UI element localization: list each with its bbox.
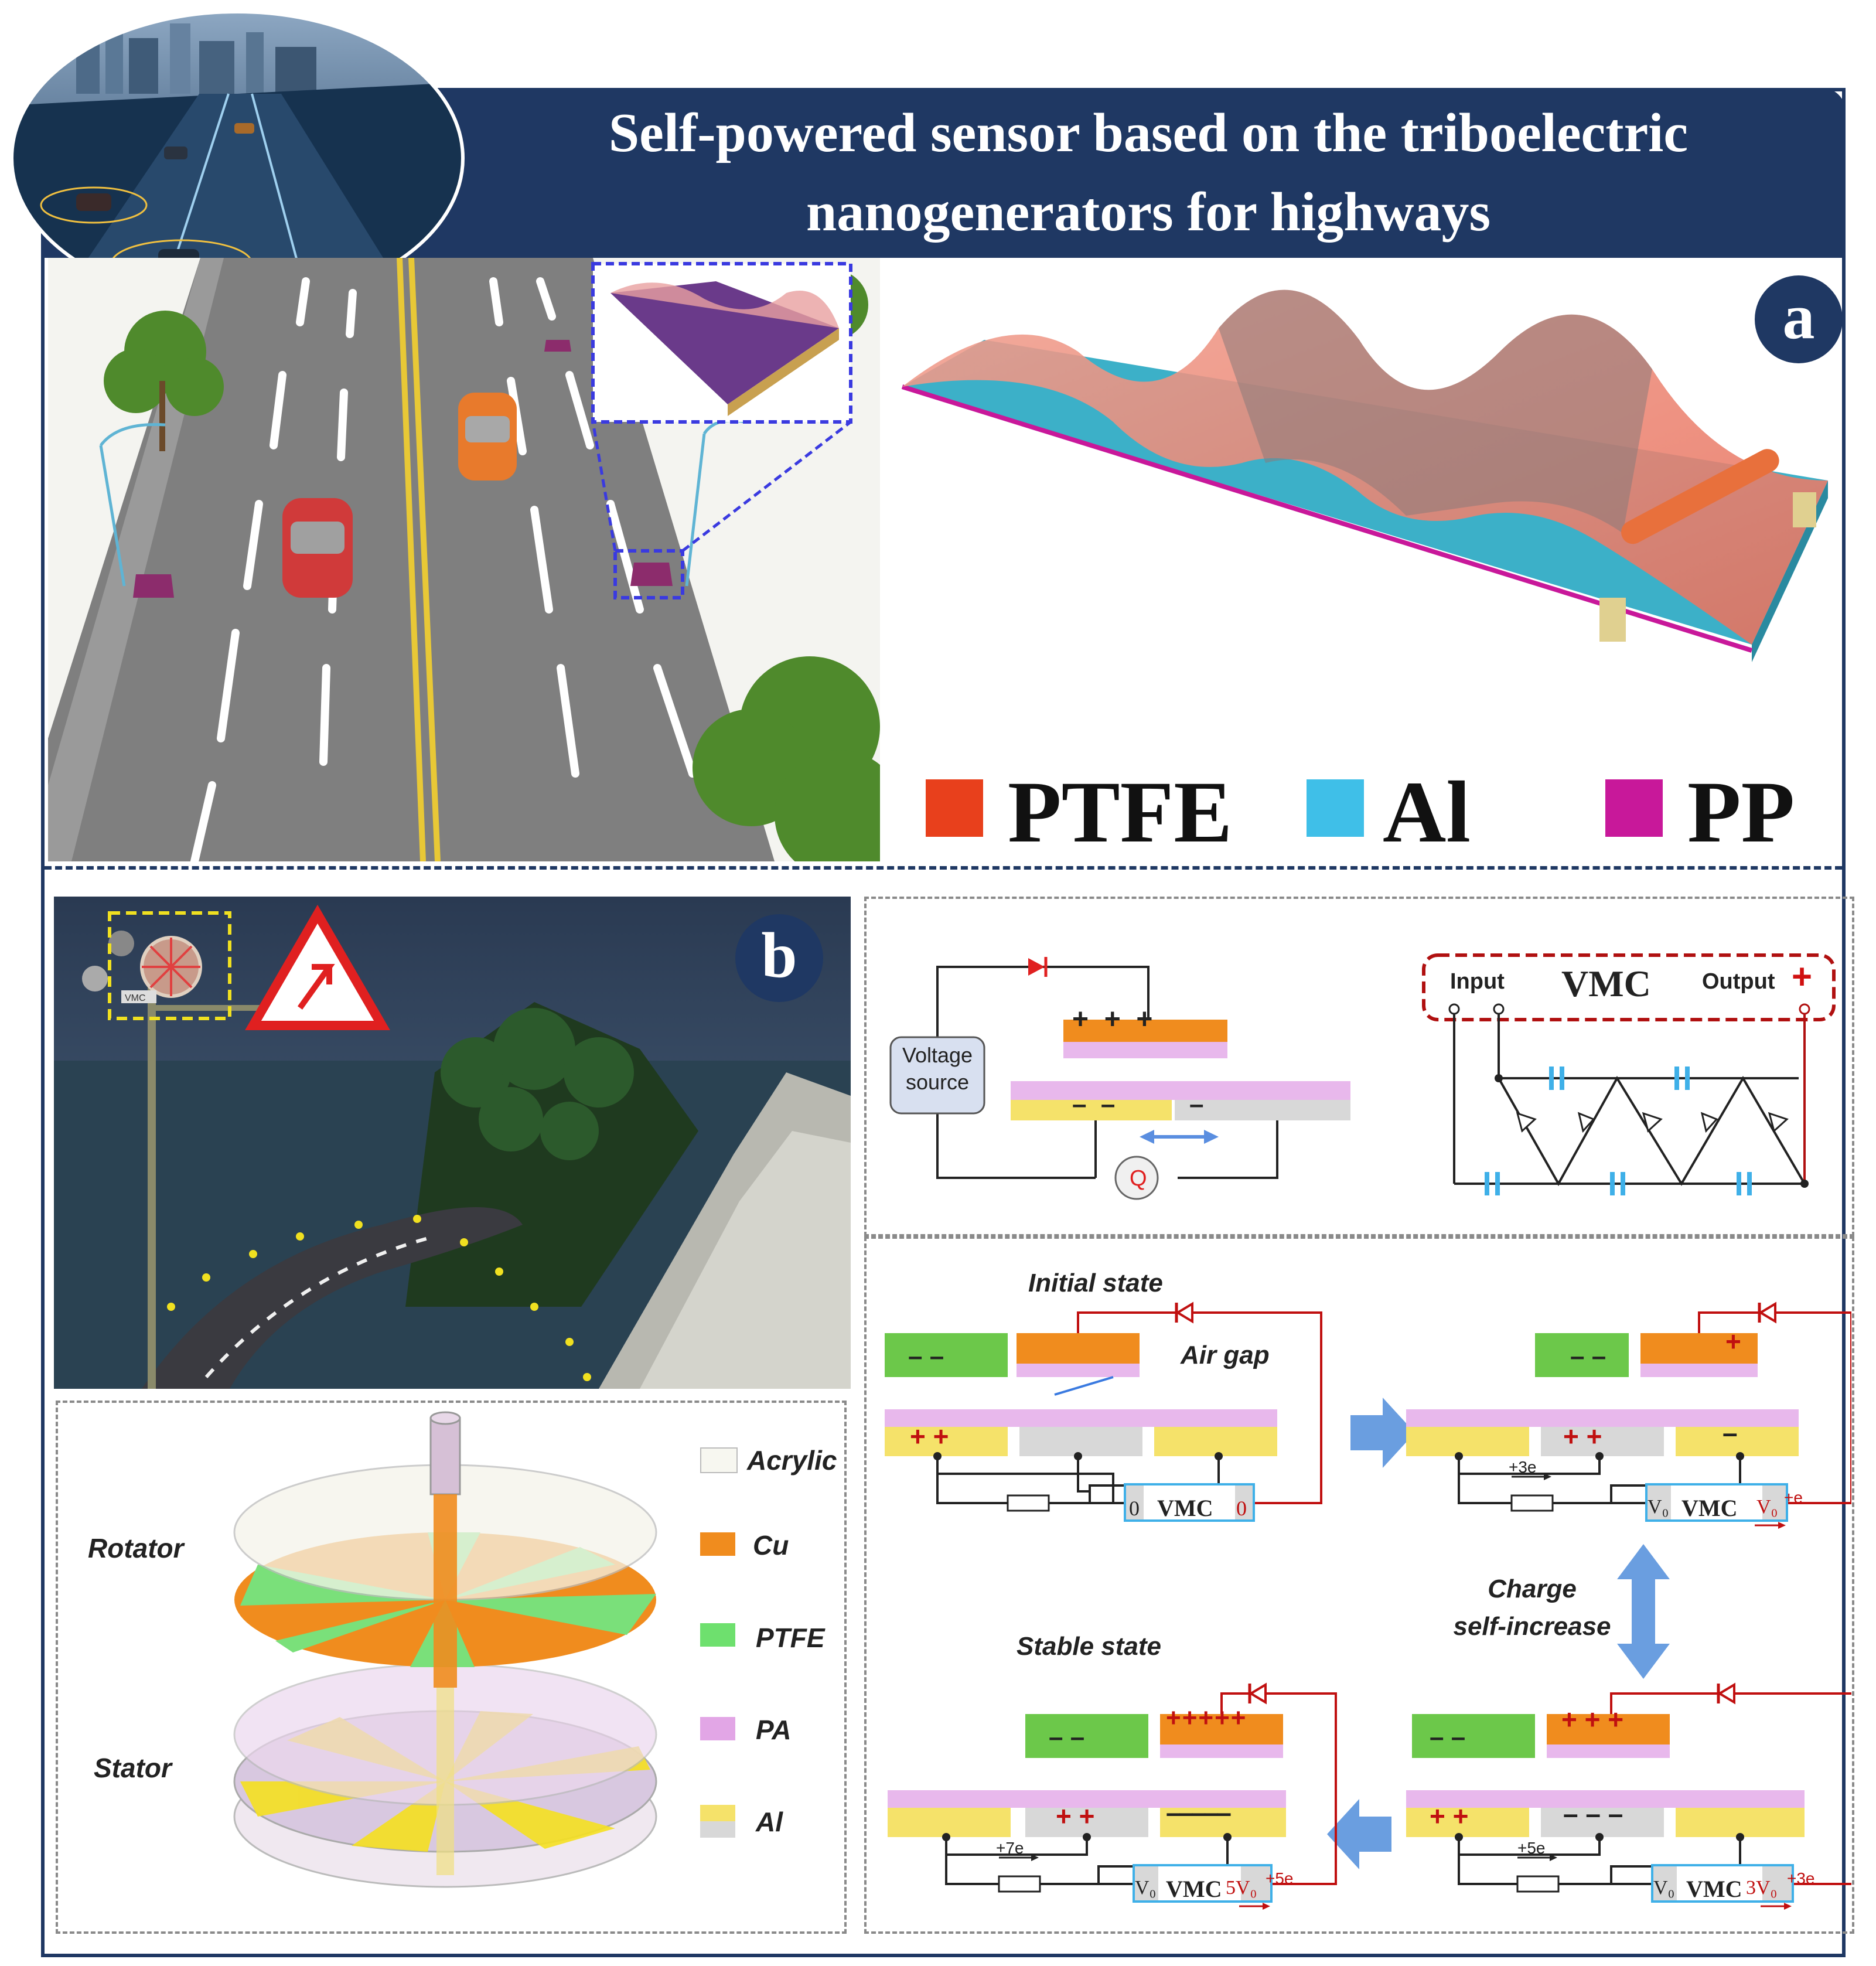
vmc-output-label: Output (1702, 969, 1775, 994)
rotator-label: Rotator (88, 1533, 184, 1563)
panel-b-badge: b (735, 914, 823, 1002)
s1-electrode-plus: + + (910, 1421, 949, 1451)
s4-current: +7e (996, 1839, 1024, 1857)
charge-label-line-2: self-increase (1453, 1612, 1611, 1641)
s3-electrode-plus: + + (1430, 1801, 1469, 1831)
disk-legend-swatch-pa (700, 1717, 735, 1740)
s3-vmc-right-value: 3V₀ (1746, 1877, 1778, 1899)
legend-label-pp: PP (1687, 764, 1795, 861)
s3-cu-plus: + + + (1561, 1704, 1624, 1735)
s3-output-current: +3e (1787, 1869, 1815, 1887)
s2-vmc-right-value: V₀ (1756, 1496, 1778, 1518)
s2-tribo-minus: – – (1570, 1342, 1606, 1371)
s3-tribo-minus: – – (1430, 1723, 1466, 1752)
circuit-principle-box (864, 897, 1854, 1236)
disk-legend-swatch-al (700, 1805, 735, 1821)
s2-output-current: +e (1784, 1488, 1803, 1507)
disk-legend-label-cu: Cu (753, 1530, 789, 1560)
s2-electrode-minus: – (1722, 1418, 1738, 1448)
s4-output-current: +5e (1266, 1869, 1294, 1887)
s2-vmc-label: VMC (1681, 1495, 1738, 1521)
s4-electrode-plus: + + (1056, 1801, 1095, 1831)
vmc-title: VMC (1561, 963, 1651, 1004)
voltage-source-label: Voltage source (891, 1042, 984, 1096)
legend-swatch-ptfe (926, 779, 983, 837)
figure-title: Self-powered sensor based on the triboel… (457, 94, 1840, 252)
charge-label-line-1: Charge (1488, 1575, 1577, 1603)
legend-label-al: Al (1383, 764, 1471, 861)
positive-charges: + + + (1072, 1004, 1153, 1035)
charge-self-increase-label: Charge self-increase (1444, 1570, 1620, 1645)
s3-electrode-minus: – – – (1563, 1798, 1623, 1829)
disk-legend-swatch-al-grey (700, 1821, 735, 1838)
s4-tribo-minus: – – (1049, 1723, 1085, 1752)
s1-vmc-label: VMC (1157, 1495, 1213, 1521)
highway-road-scene (48, 258, 880, 861)
panel-a-badge: a (1755, 275, 1843, 363)
air-gap-label: Air gap (1181, 1341, 1270, 1369)
vmc-ladder-circuit (1422, 953, 1836, 1195)
legend-swatch-pp (1605, 779, 1663, 837)
tribo-charge-circuit (889, 957, 1350, 1200)
charge-process-box (864, 1236, 1854, 1934)
s2-electrode-plus: + + (1563, 1421, 1602, 1451)
disk-legend-label-acrylic: Acrylic (747, 1445, 837, 1476)
figure-title-line-2: nanogenerators for highways (806, 182, 1491, 243)
charge-self-increase-diagram (885, 1301, 1851, 1910)
legend-swatch-al (1307, 779, 1364, 837)
voltage-source-line-1: Voltage (902, 1043, 973, 1067)
negative-charge-right: – (1189, 1090, 1204, 1119)
s3-vmc-left-value: V₀ (1653, 1877, 1675, 1899)
disk-structure-box (56, 1401, 847, 1934)
disk-legend-swatch-cu (700, 1532, 735, 1556)
s3-current: +5e (1517, 1839, 1546, 1857)
disk-legend-swatch-acrylic (700, 1447, 738, 1473)
vmc-output-plus: + (1792, 957, 1813, 996)
s1-tribo-minus: – – (908, 1342, 944, 1371)
initial-state-label: Initial state (1028, 1269, 1163, 1297)
disk-legend-swatch-ptfe (700, 1623, 735, 1647)
mountain-road-night-scene: VMC (54, 897, 851, 1389)
s2-cu-plus: + (1725, 1326, 1741, 1357)
s4-electrode-minus: ––––– (1166, 1797, 1232, 1828)
s2-vmc-left-value: V₀ (1648, 1496, 1669, 1518)
negative-charges-left: – – (1072, 1090, 1116, 1119)
s4-cu-plus: +++++ (1166, 1703, 1247, 1732)
pole-vmc-tag: VMC (125, 993, 146, 1003)
s4-vmc-label: VMC (1166, 1876, 1222, 1902)
vmc-input-label: Input (1450, 969, 1505, 994)
s3-vmc-label: VMC (1686, 1876, 1742, 1902)
legend-label-ptfe: PTFE (1008, 764, 1233, 861)
smart-highway-vignette (10, 10, 465, 306)
panel-divider (45, 866, 1842, 870)
stator-label: Stator (94, 1753, 172, 1783)
disk-legend-label-ptfe: PTFE (756, 1623, 825, 1653)
s1-vmc-left-value: 0 (1129, 1497, 1140, 1520)
figure-title-line-1: Self-powered sensor based on the triboel… (608, 103, 1689, 163)
s2-current: +3e (1509, 1458, 1537, 1476)
s4-vmc-left-value: V₀ (1135, 1877, 1157, 1899)
disk-legend-label-pa: PA (756, 1715, 792, 1745)
tribo-sensor-device-illustration (901, 289, 1828, 662)
s4-vmc-right-value: 5V₀ (1226, 1877, 1257, 1899)
rotator-stator-disk-diagram (233, 1411, 657, 1888)
voltage-source-line-2: source (905, 1070, 970, 1094)
disk-legend-label-al: Al (756, 1807, 783, 1837)
stable-state-label: Stable state (1017, 1632, 1161, 1661)
s1-vmc-right-value: 0 (1236, 1497, 1247, 1520)
charge-meter-q: Q (1130, 1166, 1147, 1191)
